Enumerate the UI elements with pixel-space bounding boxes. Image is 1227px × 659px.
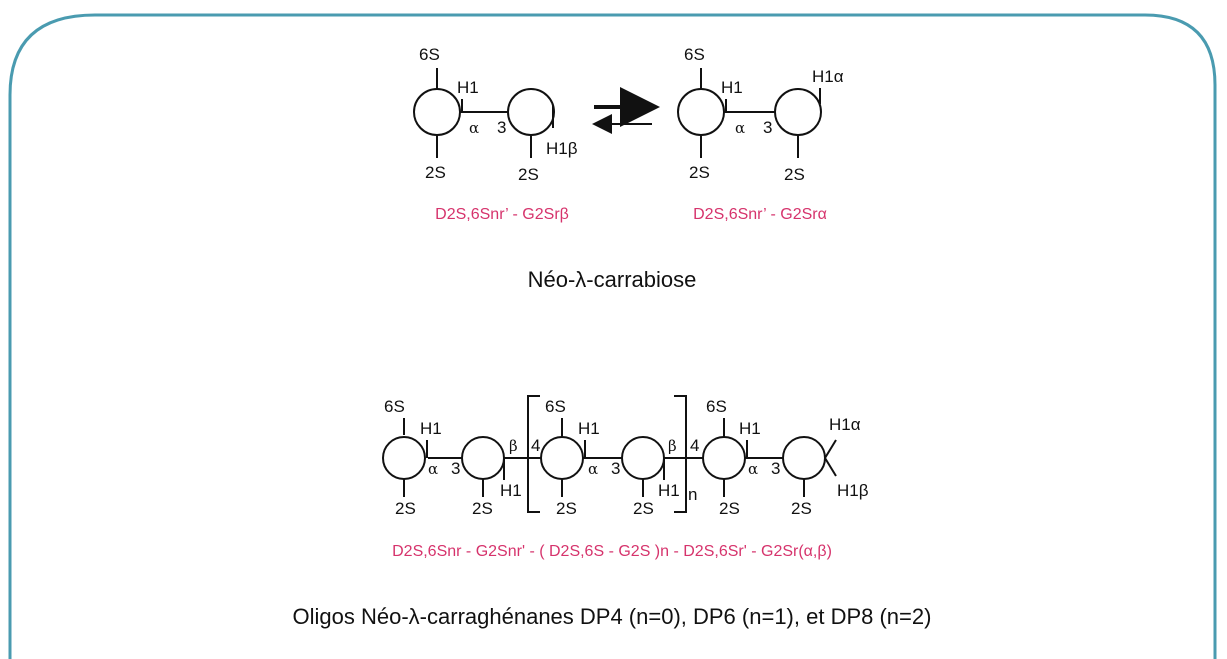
ring6-h1beta: H1β (837, 481, 869, 500)
label-h1: H1 (721, 78, 743, 97)
ring5-alpha: α (748, 460, 758, 478)
ring1-6s: 6S (384, 397, 405, 416)
ring2 (461, 436, 505, 480)
ring5-2s: 2S (719, 499, 740, 518)
ring6-2s: 2S (791, 499, 812, 518)
ring3 (540, 436, 584, 480)
title-carrabiose: Néo-λ-carrabiose (528, 267, 697, 292)
ring6 (782, 436, 826, 480)
ring5-h1: H1 (739, 419, 761, 438)
caption-alpha: D2S,6Snr’ - G2Srα (693, 206, 827, 223)
ring1 (382, 436, 426, 480)
label-h1: H1 (457, 78, 479, 97)
ring-g (774, 88, 822, 136)
bracket-right (674, 395, 687, 513)
caption-beta: D2S,6Snr’ - G2Srβ (435, 206, 569, 223)
equilibrium-arrows (592, 87, 660, 134)
ring4-beta: β (668, 437, 677, 455)
caption-oligo: D2S,6Snr - G2Snr' - ( D2S,6S - G2S )n - … (392, 543, 832, 560)
label-2s-right: 2S (518, 165, 539, 184)
ring4-h1: H1 (658, 481, 680, 500)
ring4 (621, 436, 665, 480)
ring-d (413, 88, 461, 136)
ring1-alpha: α (428, 460, 438, 478)
ring3-2s: 2S (556, 499, 577, 518)
ring2-beta: β (509, 437, 518, 455)
ring2-2s: 2S (472, 499, 493, 518)
ring4-2s: 2S (633, 499, 654, 518)
ring6-bond-h1beta (824, 457, 837, 477)
oligosaccharide-chain: 6S H1 α 2S 3 2S β H1 4 6S H1 α 2S 3 2S β… (382, 395, 869, 560)
title-oligos: Oligos Néo-λ-carraghénanes DP4 (n=0), DP… (293, 604, 932, 629)
ring6-h1alpha: H1α (829, 415, 861, 434)
disaccharide-beta: 6S H1 α 3 2S 2S H1β D2S,6Snr’ - G2Srβ (413, 45, 578, 223)
ring3-h1: H1 (578, 419, 600, 438)
ring5 (702, 436, 746, 480)
label-alpha: α (735, 119, 745, 137)
disaccharide-alpha: 6S H1 H1α α 3 2S 2S D2S,6Snr’ - G2Srα (677, 45, 844, 223)
ring5-4: 4 (690, 436, 699, 455)
ring2-3: 3 (451, 459, 460, 478)
ring3-6s: 6S (545, 397, 566, 416)
ring6-3: 3 (771, 459, 780, 478)
ring6-bond-h1alpha (824, 439, 837, 459)
ring5-6s: 6S (706, 397, 727, 416)
label-2s-right: 2S (784, 165, 805, 184)
label-pos3: 3 (763, 118, 772, 137)
ring2-h1: H1 (500, 481, 522, 500)
ring-d (677, 88, 725, 136)
label-6s: 6S (684, 45, 705, 64)
ring1-h1: H1 (420, 419, 442, 438)
label-pos3: 3 (497, 118, 506, 137)
ring4-3: 3 (611, 459, 620, 478)
label-h1beta: H1β (546, 139, 578, 158)
frame-border (8, 13, 1217, 659)
bracket-left (527, 395, 540, 513)
ring3-4: 4 (531, 436, 540, 455)
ring1-2s: 2S (395, 499, 416, 518)
label-alpha: α (469, 119, 479, 137)
label-2s-left: 2S (689, 163, 710, 182)
label-h1alpha: H1α (812, 67, 844, 86)
ring3-alpha: α (588, 460, 598, 478)
bracket-n: n (688, 485, 697, 504)
label-6s: 6S (419, 45, 440, 64)
ring-g (507, 88, 555, 136)
label-2s-left: 2S (425, 163, 446, 182)
